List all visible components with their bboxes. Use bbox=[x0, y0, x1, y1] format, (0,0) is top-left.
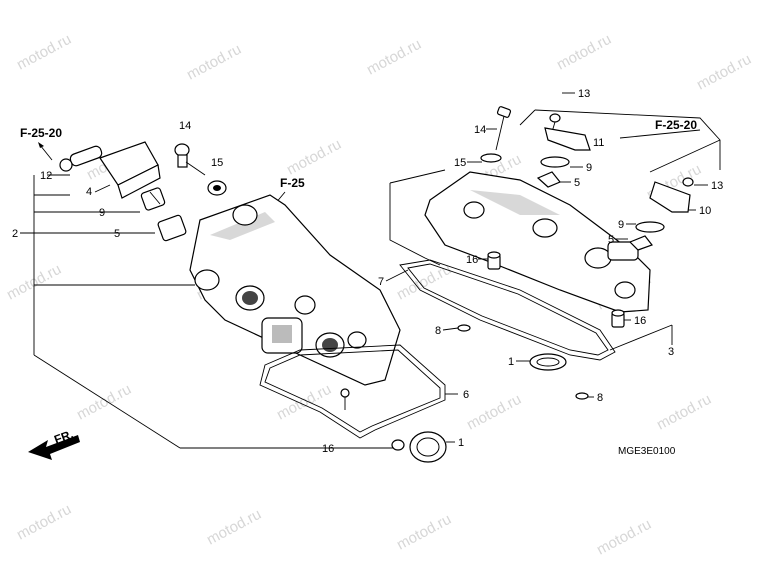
right-head-cover bbox=[424, 171, 651, 313]
callout-5[interactable]: 5 bbox=[608, 234, 614, 246]
watermark: motod.ru bbox=[14, 501, 74, 544]
seal-1-left bbox=[409, 431, 447, 463]
plug-16-right bbox=[611, 309, 625, 328]
callout-16[interactable]: 16 bbox=[322, 443, 334, 455]
watermark: motod.ru bbox=[594, 516, 654, 559]
callout-6[interactable]: 6 bbox=[463, 389, 469, 401]
ref-label[interactable]: F-25-20 bbox=[655, 118, 697, 132]
leader bbox=[442, 327, 459, 331]
bolt-13-right bbox=[682, 177, 694, 187]
callout-2[interactable]: 2 bbox=[12, 228, 18, 240]
callout-1[interactable]: 1 bbox=[508, 356, 514, 368]
bolt-14 bbox=[174, 143, 206, 176]
bracket-10 bbox=[649, 181, 691, 213]
grommet-15-right bbox=[480, 153, 502, 163]
watermark: motod.ru bbox=[274, 381, 334, 424]
callout-12[interactable]: 12 bbox=[40, 170, 52, 182]
plug-cap-9 bbox=[540, 156, 665, 233]
callout-9[interactable]: 9 bbox=[618, 219, 624, 231]
callout-9[interactable]: 9 bbox=[586, 162, 592, 174]
watermark: motod.ru bbox=[554, 31, 614, 74]
watermark: motod.ru bbox=[464, 391, 524, 434]
watermark: motod.ru bbox=[14, 31, 74, 74]
callout-15[interactable]: 15 bbox=[454, 157, 466, 169]
callout-4[interactable]: 4 bbox=[86, 186, 92, 198]
front-arrow-icon bbox=[28, 435, 80, 460]
ref-arrow-head bbox=[38, 142, 44, 148]
bolt-14-right bbox=[495, 106, 512, 151]
watermark: motod.ru bbox=[694, 51, 754, 94]
callout-11[interactable]: 11 bbox=[593, 137, 604, 149]
callout-5[interactable]: 5 bbox=[574, 177, 580, 189]
watermark: motod.ru bbox=[394, 511, 454, 554]
callout-10[interactable]: 10 bbox=[699, 205, 711, 217]
grommet-15 bbox=[207, 180, 227, 196]
ref-arrow bbox=[39, 144, 53, 161]
right-leader-lines bbox=[389, 109, 721, 351]
callout-14[interactable]: 14 bbox=[474, 124, 486, 136]
spark-plug-cap bbox=[140, 187, 187, 242]
front-label: FR. bbox=[52, 427, 75, 447]
callout-13[interactable]: 13 bbox=[711, 180, 723, 192]
left-leader-lines bbox=[20, 174, 395, 449]
bracket-11 bbox=[544, 127, 591, 151]
front-direction-indicator: FR. bbox=[28, 427, 80, 460]
watermark: motod.ru bbox=[654, 391, 714, 434]
callout-8[interactable]: 8 bbox=[597, 392, 603, 404]
callout-9[interactable]: 9 bbox=[99, 207, 105, 219]
diagram-code: MGE3E0100 bbox=[618, 446, 676, 457]
watermark: motod.ru bbox=[74, 381, 134, 424]
callout-16[interactable]: 16 bbox=[634, 315, 646, 327]
callout-3[interactable]: 3 bbox=[668, 346, 674, 358]
watermark: motod.ru bbox=[184, 41, 244, 84]
ignition-coil bbox=[59, 141, 161, 199]
dowel-8 bbox=[457, 324, 589, 400]
watermark: motod.ru bbox=[364, 36, 424, 79]
plug-16-right-top bbox=[487, 251, 501, 270]
left-head-cover bbox=[189, 194, 401, 386]
callout-7[interactable]: 7 bbox=[378, 276, 384, 288]
callout-13[interactable]: 13 bbox=[578, 88, 590, 100]
callout-15[interactable]: 15 bbox=[211, 157, 223, 169]
watermark: motod.ru bbox=[204, 506, 264, 549]
ref-label[interactable]: F-25 bbox=[280, 176, 305, 190]
callout-5[interactable]: 5 bbox=[114, 228, 120, 240]
callout-14[interactable]: 14 bbox=[179, 120, 191, 132]
callout-1[interactable]: 1 bbox=[458, 437, 464, 449]
callout-8[interactable]: 8 bbox=[435, 325, 441, 337]
bolt-13-top bbox=[549, 113, 561, 133]
gasket-7 bbox=[399, 259, 616, 361]
seal-1-right bbox=[529, 353, 567, 371]
watermark: motod.ru bbox=[394, 261, 454, 304]
watermark: motod.ru bbox=[284, 136, 344, 179]
callout-16[interactable]: 16 bbox=[466, 254, 478, 266]
bolt-16-left bbox=[340, 388, 405, 451]
gasket-6 bbox=[259, 344, 446, 439]
clip-5 bbox=[536, 171, 653, 251]
ref-label[interactable]: F-25-20 bbox=[20, 126, 62, 140]
leader bbox=[385, 269, 409, 282]
